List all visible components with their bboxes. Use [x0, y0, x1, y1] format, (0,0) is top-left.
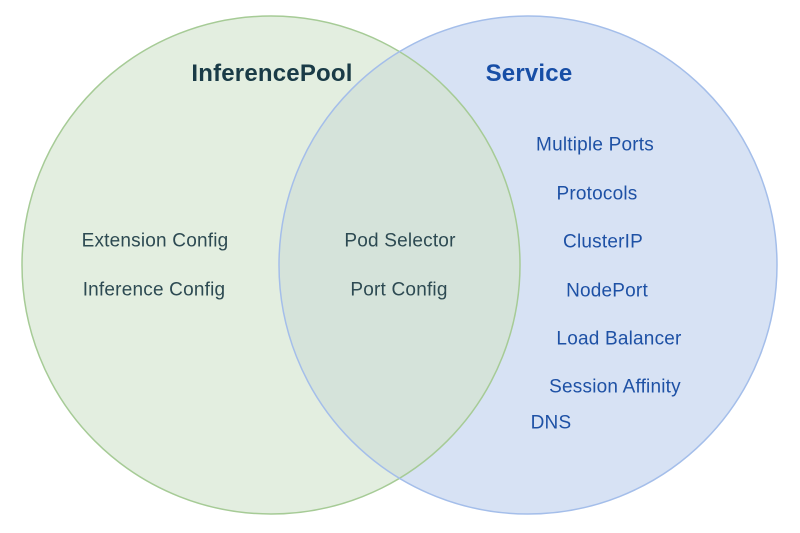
- service-item-session-affinity: Session Affinity: [549, 376, 681, 398]
- service-item-load-balancer: Load Balancer: [556, 328, 682, 350]
- service-item-nodeport: NodePort: [566, 280, 648, 302]
- inferencepool-item-inference-config: Inference Config: [82, 279, 226, 301]
- overlap-item-port-config: Port Config: [350, 279, 448, 301]
- overlap-item-pod-selector: Pod Selector: [344, 230, 456, 252]
- service-item-multiple-ports: Multiple Ports: [536, 134, 654, 156]
- overlap-region-fill: [279, 16, 520, 514]
- inferencepool-item-extension-config: Extension Config: [81, 230, 229, 252]
- inferencepool-title: InferencePool: [191, 60, 353, 87]
- service-item-clusterip: ClusterIP: [563, 231, 643, 253]
- service-item-protocols: Protocols: [556, 183, 638, 205]
- service-circle-outline: [278, 15, 778, 515]
- inferencepool-circle-outline: [21, 15, 521, 515]
- service-title: Service: [485, 60, 573, 87]
- service-item-dns: DNS: [530, 412, 572, 434]
